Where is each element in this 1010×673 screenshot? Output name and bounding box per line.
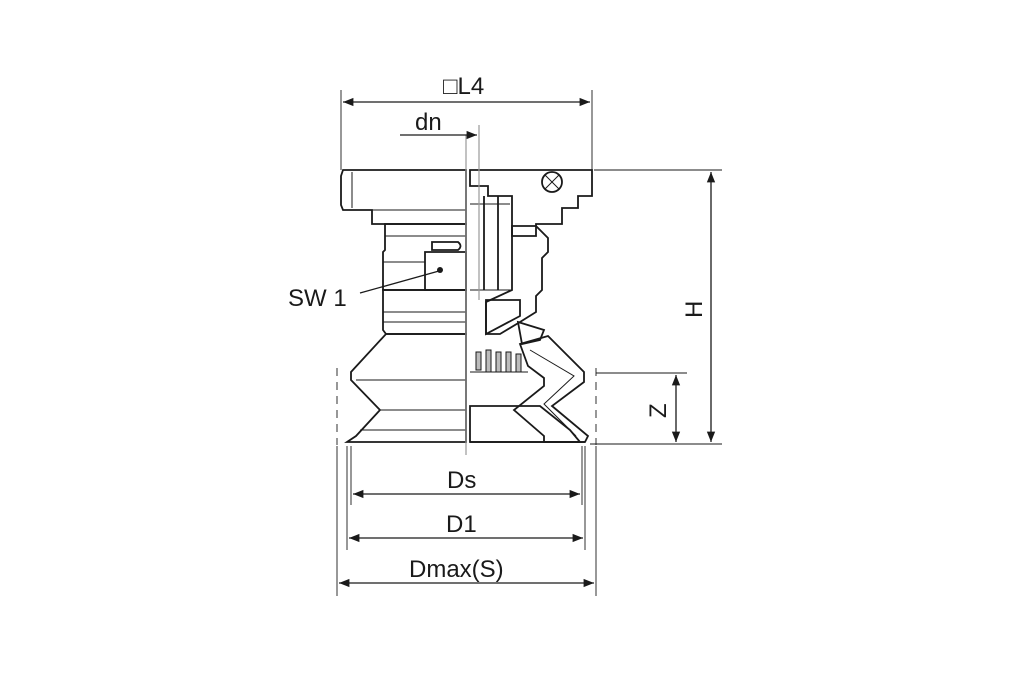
dim-dn: dn (400, 109, 477, 140)
dim-l4: □L4 (340, 73, 593, 170)
label-ds: Ds (447, 467, 476, 494)
label-z: Z (645, 403, 672, 418)
bellows-left (344, 333, 467, 443)
label-dn: dn (415, 109, 442, 136)
sw1-hex-flat (424, 251, 467, 291)
label-sw1: SW 1 (288, 285, 347, 312)
dim-ds: Ds (350, 446, 583, 505)
section-view (469, 169, 593, 443)
sw1-marker (437, 267, 443, 273)
dim-z: Z (596, 372, 687, 442)
dim-dmax: Dmax(S) (336, 446, 597, 596)
flange-left (340, 169, 467, 225)
lip-section (516, 320, 546, 346)
flange-section (469, 169, 593, 237)
leader-sw1: SW 1 (288, 270, 440, 312)
bellows-section (512, 334, 590, 443)
dim-d1: D1 (346, 446, 586, 550)
exterior-view (340, 169, 467, 443)
dim-h: H (590, 169, 722, 445)
label-h: H (681, 301, 708, 318)
label-d1: D1 (446, 511, 477, 538)
support-ribs (470, 349, 528, 373)
label-l4: □L4 (443, 73, 484, 100)
label-dmax: Dmax(S) (409, 556, 504, 583)
sw1-slot (431, 241, 462, 251)
insert-section (485, 299, 521, 336)
friction-pad (469, 405, 582, 443)
